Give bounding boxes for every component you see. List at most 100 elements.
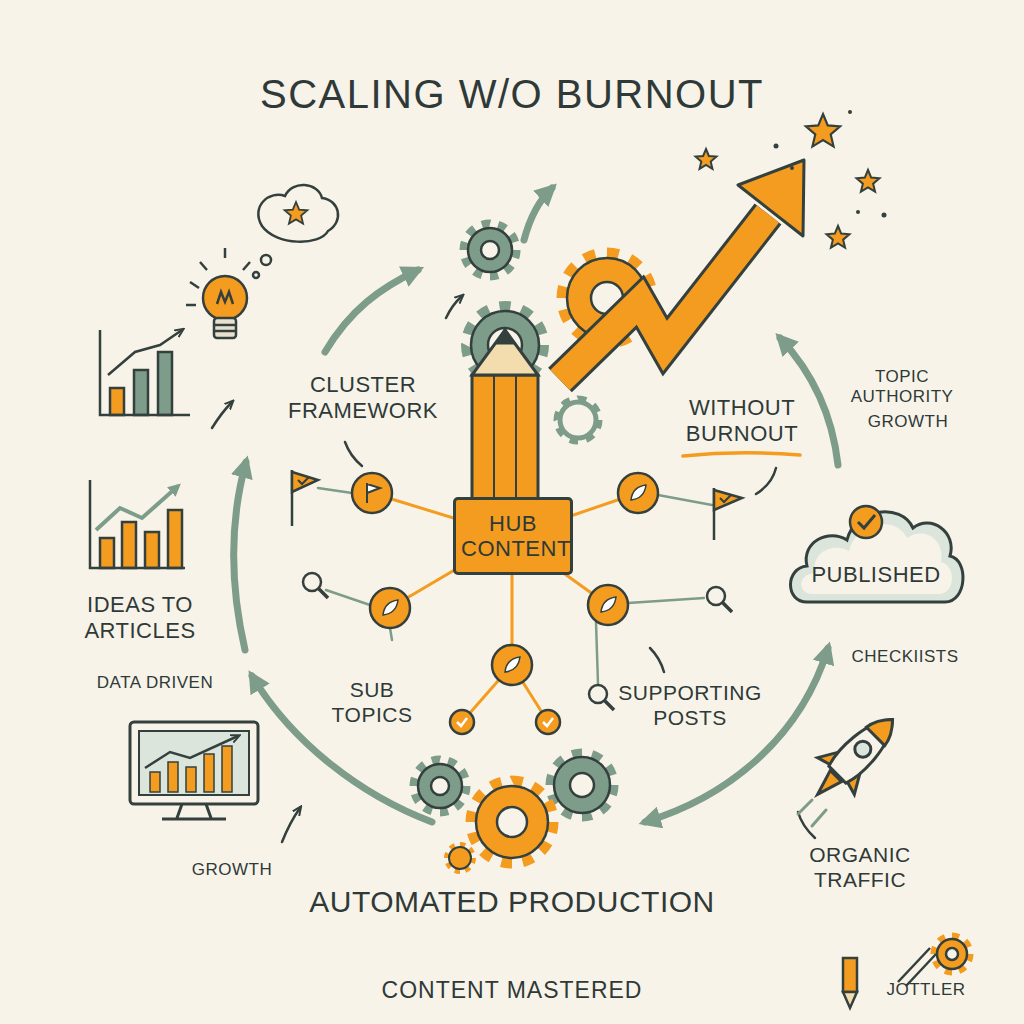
monitor-chart-icon	[168, 762, 178, 792]
cluster-circle	[543, 718, 553, 726]
cluster-circle	[352, 473, 658, 734]
bar-chart-icon	[90, 480, 185, 568]
label: AUTOMATED PRODUCTION	[252, 884, 772, 920]
star-icon	[848, 110, 852, 114]
logo-icon	[843, 936, 970, 1008]
gear-icon	[414, 760, 466, 812]
bar-chart-icon	[100, 330, 190, 415]
gear-icon	[497, 807, 527, 837]
label: DATA DRIVEN	[85, 673, 225, 693]
star-icon	[827, 226, 850, 248]
flag-icon	[720, 495, 731, 502]
bar-chart-icon	[158, 352, 172, 415]
flow-arrow	[234, 462, 246, 650]
growth-arrow	[738, 160, 804, 236]
star-icon	[696, 149, 717, 169]
small-arrow	[212, 296, 815, 842]
label: CHECKIISTS	[845, 647, 965, 667]
cluster-circle	[450, 710, 474, 734]
cluster-circle	[352, 473, 392, 513]
bar-chart-icon	[134, 370, 148, 415]
growth-arrow	[560, 214, 768, 380]
star-icon	[774, 144, 779, 149]
cluster-circle	[631, 485, 646, 500]
cluster-circle	[588, 585, 628, 625]
flow-arrow	[645, 648, 828, 822]
gear-icon	[471, 781, 553, 863]
star-icon	[857, 170, 880, 192]
logo-icon	[843, 992, 857, 1008]
gear-icon	[418, 764, 462, 808]
lightbulb-icon	[214, 318, 236, 338]
label: JOTTLER	[881, 980, 971, 1000]
small-arrow	[756, 468, 776, 494]
bar-chart-icon	[168, 510, 182, 568]
label: ORGANIC TRAFFIC	[800, 842, 920, 892]
gear-icon	[560, 402, 596, 438]
bar-chart-icon	[122, 522, 136, 568]
cluster-circle	[536, 710, 560, 734]
flow-arrow	[252, 676, 432, 822]
flow-arrow	[524, 188, 552, 240]
hub-box: HUB CONTENT	[453, 497, 573, 575]
bar-chart-icon	[108, 330, 182, 375]
flag-icon	[714, 490, 742, 510]
speed-line	[798, 800, 826, 826]
flag-icon	[298, 477, 309, 484]
node-label: HUB CONTENT	[461, 511, 565, 562]
cluster-circle	[536, 710, 560, 734]
rocket-icon	[826, 708, 903, 785]
gear-icon	[557, 399, 599, 441]
speed-line	[798, 800, 826, 826]
star-icon	[696, 110, 887, 248]
gear-icon	[550, 753, 614, 817]
star-icon	[790, 166, 794, 170]
monitor-chart-icon	[204, 754, 214, 792]
small-arrow	[282, 808, 300, 842]
gear-icon	[471, 311, 539, 379]
gear-icon	[414, 760, 466, 812]
label: WITHOUT BURNOUT	[672, 395, 812, 448]
spoke-line	[318, 488, 712, 684]
bar-chart-icon	[100, 330, 190, 415]
logo-icon	[937, 939, 967, 969]
monitor-chart-icon	[139, 731, 249, 795]
rocket-icon	[866, 710, 901, 745]
small-arrow	[345, 442, 362, 466]
monitor-chart-icon	[186, 767, 196, 792]
growth-arrow	[560, 214, 768, 380]
rocket-icon	[852, 738, 875, 761]
gear-icon	[447, 845, 473, 871]
gear-icon	[471, 781, 553, 863]
gear-icon	[464, 224, 516, 276]
magnifier-icon	[318, 588, 328, 598]
bar-chart-icon	[100, 538, 114, 568]
flow-arrow	[325, 270, 418, 352]
label: SUB TOPICS	[327, 677, 417, 727]
cluster-circle	[370, 588, 410, 628]
magnifier-icon	[722, 602, 732, 612]
label: CLUSTER FRAMEWORK	[283, 372, 443, 425]
cluster-circle	[505, 657, 520, 672]
spoke-line	[372, 493, 638, 722]
cluster-circle	[383, 600, 398, 615]
cloud-shape	[785, 488, 967, 610]
underline	[683, 453, 800, 456]
monitor-chart-icon	[162, 804, 226, 819]
monitor-chart-icon	[145, 736, 238, 768]
logo-icon	[843, 958, 857, 992]
rocket-icon	[799, 701, 911, 813]
small-arrow	[446, 296, 462, 318]
bar-chart-icon	[96, 486, 178, 530]
lightbulb-icon	[217, 292, 233, 304]
magnifier-icon	[604, 700, 614, 710]
star-icon	[882, 213, 887, 218]
flow-arrow	[234, 188, 838, 822]
star-icon	[856, 210, 860, 214]
check-mark	[858, 515, 875, 528]
monitor-chart-icon	[150, 772, 160, 792]
caption: CONTENT MASTERED	[302, 977, 722, 1005]
lightbulb-icon	[285, 202, 308, 224]
